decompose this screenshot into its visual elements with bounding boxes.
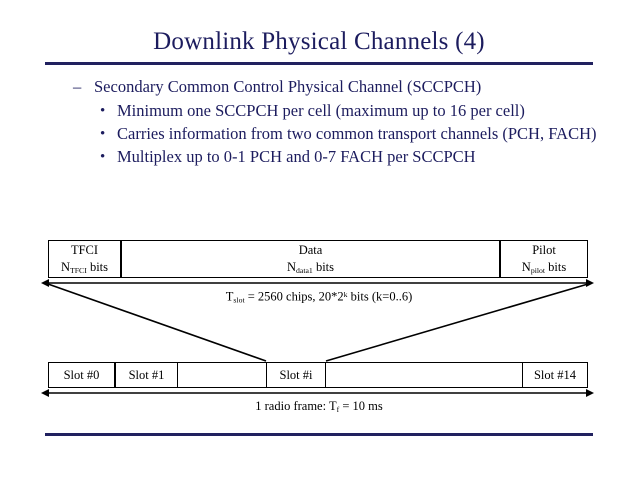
bullet-sublist: • Minimum one SCCPCH per cell (maximum u…	[72, 100, 617, 168]
slot-field-pilot: Pilot Npilot bits	[500, 240, 588, 278]
bullet-dot-icon: •	[100, 149, 106, 165]
slot-cell-14: Slot #14	[522, 362, 588, 388]
list-item: • Carries information from two common tr…	[72, 123, 617, 145]
bullet-level1-text: Secondary Common Control Physical Channe…	[94, 77, 482, 96]
bullet-level2-text: Carries information from two common tran…	[117, 124, 597, 143]
slot-field-data-label: Data	[298, 243, 323, 257]
bullet-level2-text: Multiplex up to 0-1 PCH and 0-7 FACH per…	[117, 147, 476, 166]
bullet-level2-text: Minimum one SCCPCH per cell (maximum up …	[117, 101, 525, 120]
slot-field-tfci-bits: NTFCI bits	[60, 260, 108, 276]
slot-cell-i: Slot #i	[266, 362, 326, 388]
slot-field-tfci: TFCI NTFCI bits	[48, 240, 121, 278]
bullet-list: – Secondary Common Control Physical Chan…	[72, 76, 617, 169]
slot-field-data: Data Ndata1 bits	[121, 240, 500, 278]
footer-divider-bottom	[45, 433, 593, 436]
page-title: Downlink Physical Channels (4)	[153, 28, 485, 55]
slot-field-tfci-label: TFCI	[70, 243, 99, 257]
slot-field-pilot-label: Pilot	[532, 243, 556, 257]
title-divider-top	[45, 62, 593, 65]
slot-cell-1: Slot #1	[115, 362, 178, 388]
bullet-level1: – Secondary Common Control Physical Chan…	[72, 76, 617, 98]
slot-field-data-bits: Ndata1 bits	[286, 260, 334, 276]
list-item: • Minimum one SCCPCH per cell (maximum u…	[72, 100, 617, 122]
radio-frame-caption: 1 radio frame: Tf = 10 ms	[255, 399, 383, 415]
bullet-dot-icon: •	[100, 126, 106, 142]
list-item: • Multiplex up to 0-1 PCH and 0-7 FACH p…	[72, 146, 617, 168]
slot-field-pilot-bits: Npilot bits	[521, 260, 567, 276]
bullet-dot-icon: •	[100, 103, 106, 119]
slot-cell-0: Slot #0	[48, 362, 115, 388]
slot-duration-caption: Tslot = 2560 chips, 20*2k bits (k=0..6)	[225, 289, 413, 305]
dash-marker-icon: –	[73, 77, 82, 96]
